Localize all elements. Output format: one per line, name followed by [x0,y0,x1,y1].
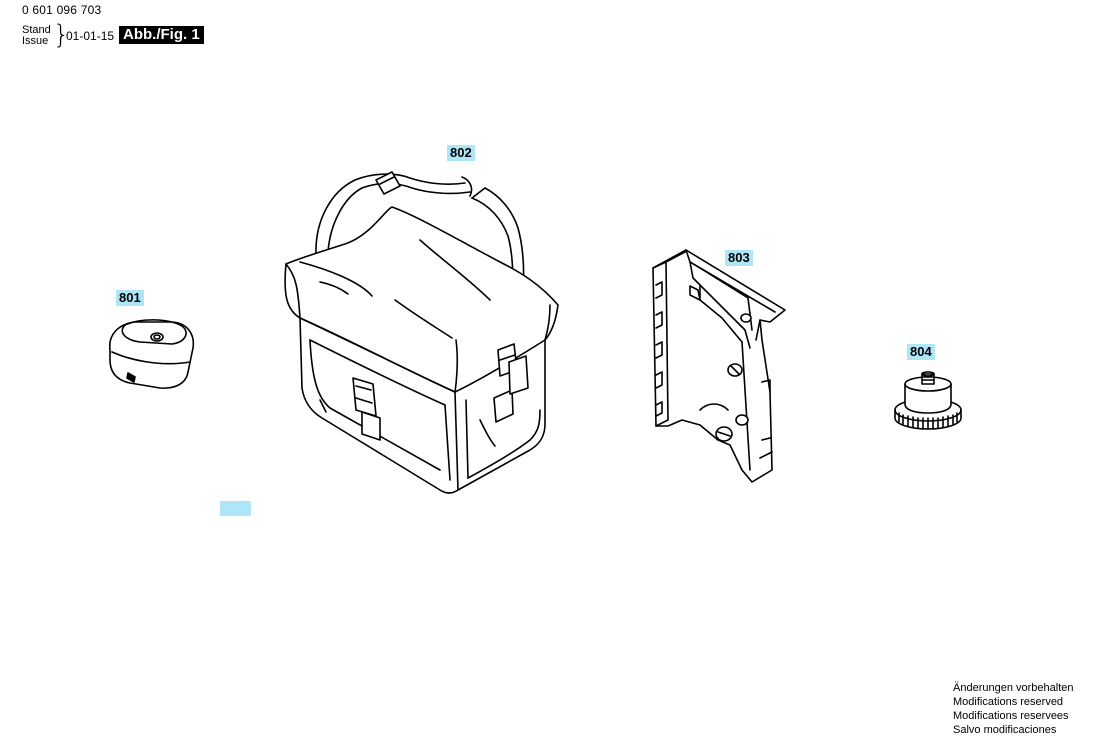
issue-block: Stand Issue } 01-01-15 Abb./Fig. 1 [22,20,222,51]
part-803-holder [652,249,786,483]
issue-label: Issue [22,35,49,47]
issue-date: 01-01-15 [66,29,115,43]
modifications-notice: Änderungen vorbehalten Modifications res… [953,681,1073,737]
part-label-804: 804 [907,344,935,360]
part-804-knob [894,371,962,430]
brace-glyph: } [53,20,70,50]
part-801-battery-cover [109,319,195,389]
figure-label: Abb./Fig. 1 [119,26,204,44]
document-number: 0 601 096 703 [22,3,102,17]
notice-line-german: Änderungen vorbehalten [953,682,1074,694]
blank-label-swatch [220,501,251,516]
stand-issue-labels: Stand Issue [22,25,51,47]
part-label-803: 803 [725,250,753,266]
part-802-carrying-bag [284,171,559,494]
notice-line-spanish: Salvo modificaciones [953,724,1057,736]
part-label-801: 801 [116,290,144,306]
notice-line-english: Modifications reserved [953,696,1064,708]
part-label-802: 802 [447,145,475,161]
notice-line-french: Modifications reservees [953,710,1069,722]
stand-label: Stand [22,24,51,36]
